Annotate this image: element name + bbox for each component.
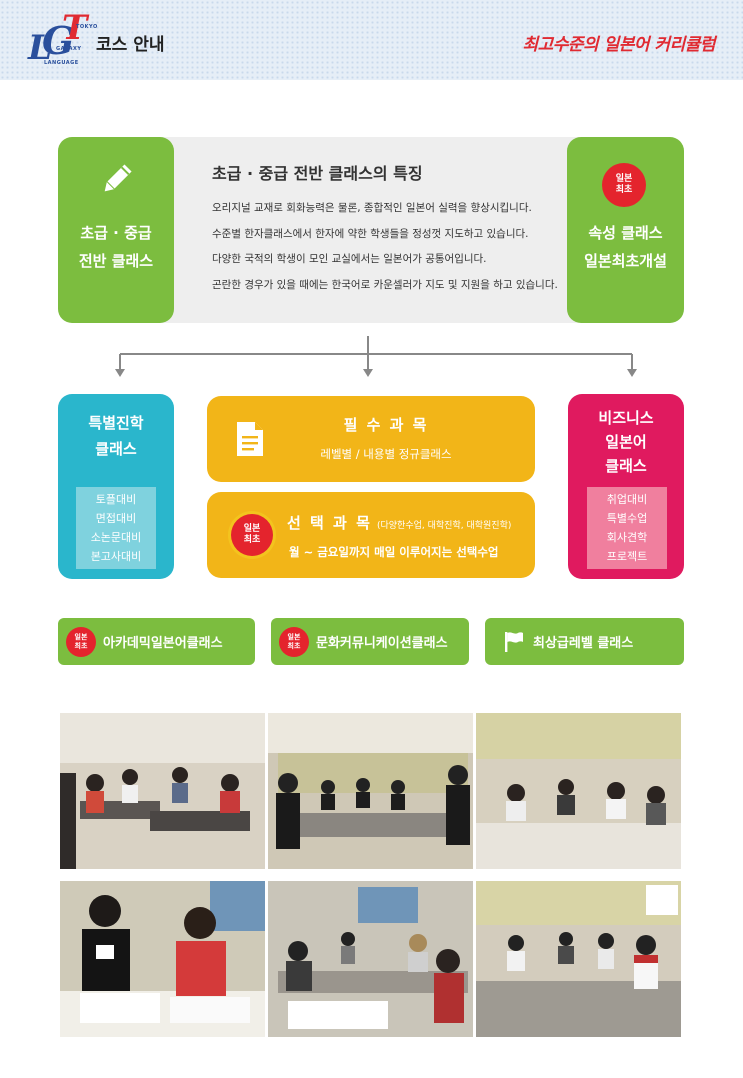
feature-item: 오리지널 교재로 회화능력은 물론, 종합적인 일본어 실력을 향상시킵니다. — [212, 202, 532, 214]
list-item: 취업대비 — [606, 493, 648, 506]
elective-subjects-box[interactable]: 일본 최초 선 택 과 목 (다양한수업, 대학진학, 대학원진학) 월 ~ 금… — [207, 492, 535, 578]
list-item: 소논문대비 — [90, 531, 142, 544]
business-title-line2: 일본어 — [605, 433, 647, 451]
elective-note: (다양한수업, 대학진학, 대학원진학) — [376, 521, 512, 531]
class-label: 아카데믹일본어클래스 — [103, 636, 223, 651]
classroom-photo — [476, 713, 681, 869]
business-japanese-box[interactable]: 비즈니스 일본어 클래스 취업대비 특별수업 회사견학 프로젝트 — [568, 394, 684, 579]
list-item: 본고사대비 — [90, 550, 142, 563]
page-title: 코스 안내 — [96, 35, 165, 55]
feature-item: 곤란한 경우가 있을 때에는 한국어로 카운셀러가 지도 및 지원을 하고 있습… — [212, 278, 558, 291]
classroom-photo — [476, 881, 681, 1037]
special-title-line1: 특별진학 — [88, 414, 144, 432]
elective-title: 선 택 과 목 (다양한수업, 대학진학, 대학원진학) — [287, 512, 511, 533]
class-label: 문화커뮤니케이션클래스 — [316, 636, 448, 651]
intensive-class-box[interactable]: 속성 클래스 일본최초개설 — [567, 137, 684, 323]
lgt-logo[interactable]: L G T TOKYO GALAXY LANGUAGE — [28, 8, 97, 68]
elective-subtitle: 월 ~ 금요일까지 매일 이루어지는 선택수업 — [289, 545, 499, 559]
list-item: 면접대비 — [95, 512, 137, 525]
class-label: 최상급레벨 클래스 — [533, 636, 634, 651]
required-subtitle: 레벨별 / 내용별 정규클래스 — [320, 447, 452, 461]
feature-panel — [160, 137, 580, 323]
logo-word-galaxy: GALAXY — [56, 46, 82, 52]
feature-heading: 초급 · 중급 전반 클래스의 특징 — [212, 164, 423, 183]
header-slogan: 최고수준의 일본어 커리큘럼 — [522, 35, 715, 55]
beginner-title-line1: 초급 · 중급 — [80, 224, 152, 242]
badge-line2: 최초 — [615, 185, 633, 195]
classroom-photo — [60, 713, 265, 869]
badge-line1: 일본 — [243, 524, 261, 534]
special-title-line2: 클래스 — [95, 440, 137, 458]
list-item: 토플대비 — [95, 493, 137, 506]
intensive-title-line2: 일본최초개설 — [584, 252, 667, 270]
document-icon — [237, 422, 263, 456]
business-box-title: 비즈니스 일본어 클래스 — [568, 394, 684, 478]
flow-connector-arrows — [115, 336, 637, 377]
business-title-line3: 클래스 — [605, 457, 647, 475]
business-title-line1: 비즈니스 — [598, 409, 654, 427]
badge-line1: 일본 — [615, 174, 633, 184]
feature-item: 수준별 한자클래스에서 한자에 약한 학생들을 정성껏 지도하고 있습니다. — [212, 227, 529, 240]
academic-japanese-class-button[interactable]: 일본 최초 아카데믹일본어클래스 — [58, 618, 255, 665]
japan-first-badge: 일본 최초 — [279, 626, 309, 657]
beginner-intermediate-box[interactable]: 초급 · 중급 전반 클래스 — [58, 137, 174, 323]
badge-line1: 일본 — [287, 632, 301, 641]
business-item-list: 취업대비 특별수업 회사견학 프로젝트 — [587, 487, 667, 569]
intensive-box-title: 속성 클래스 일본최초개설 — [567, 219, 684, 275]
badge-line2: 최초 — [74, 641, 88, 650]
badge-line1: 일본 — [74, 632, 88, 641]
header-banner: L G T TOKYO GALAXY LANGUAGE 코스 안내 최고수준의 … — [0, 0, 743, 80]
beginner-box-title: 초급 · 중급 전반 클래스 — [58, 219, 174, 275]
classroom-photo — [268, 713, 473, 869]
logo-letter-l: L — [28, 28, 52, 68]
classroom-photo — [268, 881, 473, 1037]
japan-first-badge: 일본 최초 — [231, 514, 273, 556]
feature-item: 다양한 국적의 학생이 모인 교실에서는 일본어가 공통어입니다. — [212, 253, 487, 265]
required-title: 필 수 과 목 — [343, 416, 429, 434]
list-item: 회사견학 — [606, 531, 648, 544]
badge-line2: 최초 — [243, 535, 261, 545]
intensive-title-line1: 속성 클래스 — [588, 224, 663, 242]
flag-icon — [505, 631, 523, 652]
classroom-photo — [60, 881, 265, 1037]
logo-letter-t: T — [62, 8, 88, 48]
top-level-class-button[interactable]: 최상급레벨 클래스 — [485, 618, 684, 665]
japan-first-badge: 일본 최초 — [66, 626, 96, 657]
elective-title-text: 선 택 과 목 — [287, 514, 372, 532]
logo-word-tokyo: TOKYO — [76, 24, 98, 30]
special-advancement-box[interactable]: 특별진학 클래스 토플대비 면접대비 소논문대비 본고사대비 — [58, 394, 174, 579]
badge-line2: 최초 — [287, 641, 301, 650]
list-item: 특별수업 — [606, 512, 648, 525]
japan-first-badge: 일본 최초 — [604, 165, 644, 205]
special-box-title: 특별진학 클래스 — [58, 394, 174, 462]
logo-letter-g: G — [42, 18, 75, 63]
required-subjects-box[interactable]: 필 수 과 목 레벨별 / 내용별 정규클래스 — [207, 396, 535, 482]
beginner-title-line2: 전반 클래스 — [78, 252, 154, 270]
logo-word-language: LANGUAGE — [44, 60, 79, 66]
pencil-icon — [104, 164, 132, 192]
feature-list: 오리지널 교재로 회화능력은 물론, 종합적인 일본어 실력을 향상시킵니다. … — [212, 200, 558, 302]
culture-communication-class-button[interactable]: 일본 최초 문화커뮤니케이션클래스 — [271, 618, 469, 665]
list-item: 프로젝트 — [606, 550, 648, 563]
special-item-list: 토플대비 면접대비 소논문대비 본고사대비 — [76, 487, 156, 569]
